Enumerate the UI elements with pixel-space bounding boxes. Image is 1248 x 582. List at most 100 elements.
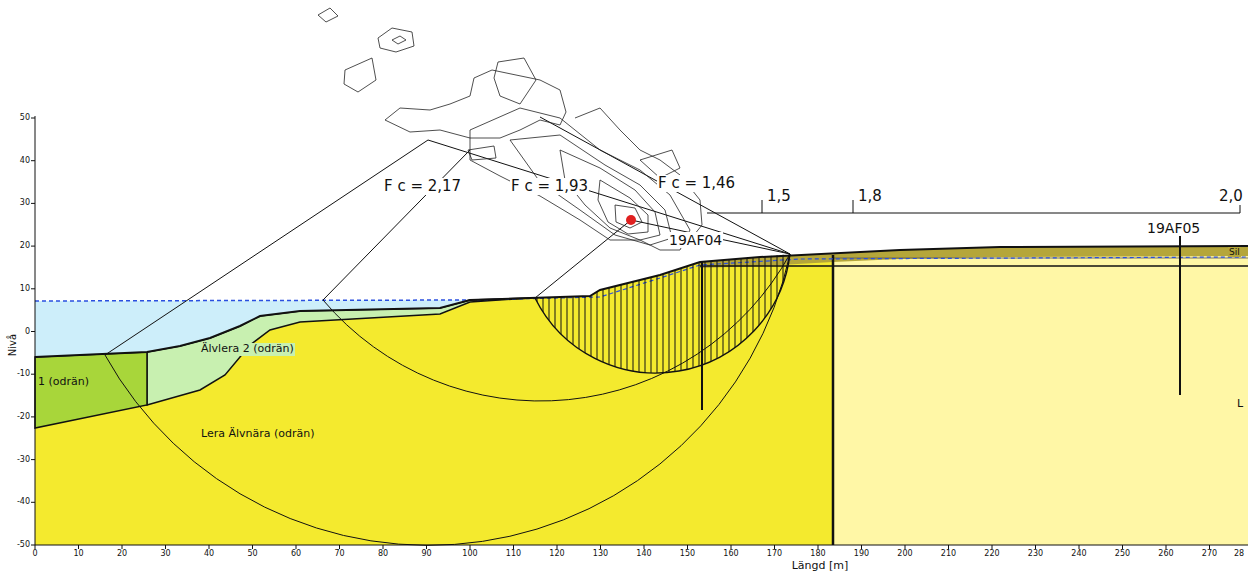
axis-value: 20 (117, 549, 127, 558)
radius-line (323, 150, 470, 300)
axis-value: -40 (17, 498, 30, 507)
soil-name: L (1236, 398, 1244, 411)
axis-tick (644, 545, 645, 549)
axis-ticks (31, 118, 1210, 549)
radius-line (631, 220, 790, 254)
axis-value: 40 (204, 549, 214, 558)
axis-value: 120 (549, 549, 564, 558)
axis-tick (296, 545, 297, 549)
soil-name: Älvlera 2 (odrän) (200, 343, 295, 356)
scale-value: 1,5 (766, 188, 792, 205)
axis-tick (1035, 545, 1036, 549)
soil-region (35, 352, 147, 428)
soil-name: 1 (odrän) (37, 376, 90, 389)
axis-tick (31, 331, 35, 332)
axis-value: 170 (767, 549, 782, 558)
axis-tick (1209, 545, 1210, 549)
axis-value: 30 (160, 549, 170, 558)
axis-value: -50 (17, 540, 30, 549)
axis-value: 230 (1028, 549, 1043, 558)
scale-tick (853, 200, 854, 213)
factor-label: F c = 1,46 (657, 175, 736, 192)
axis-value: 28 (1234, 549, 1244, 558)
soil-region (833, 256, 1248, 545)
axis-tick (600, 545, 601, 549)
axis-tick (31, 203, 35, 204)
axis-tick (31, 502, 35, 503)
axis-tick (383, 545, 384, 549)
axis-tick (165, 545, 166, 549)
axis-tick (557, 545, 558, 549)
axis-value: -30 (17, 455, 30, 464)
axis-tick (948, 545, 949, 549)
axis-tick (31, 374, 35, 375)
axis-tick (818, 545, 819, 549)
axis-tick (513, 545, 514, 549)
axis-value: 50 (20, 113, 30, 122)
axis-tick (774, 545, 775, 549)
axis-value: 160 (723, 549, 738, 558)
axis-tick (31, 118, 35, 119)
slip-circle (105, 254, 790, 545)
axis-value: 0 (25, 327, 30, 336)
axis-value: 90 (421, 549, 431, 558)
axis-tick (31, 160, 35, 161)
borehole-id: 19AF05 (1146, 220, 1201, 236)
slip-circle (323, 254, 790, 401)
factor-scale (707, 213, 1240, 214)
y-axis (35, 116, 36, 545)
axis-value: 70 (334, 549, 344, 558)
axis-value: 80 (378, 549, 388, 558)
factor-label: F c = 1,93 (510, 178, 589, 195)
axis-tick (339, 545, 340, 549)
critical-centre (626, 215, 636, 225)
axis-value: 100 (462, 549, 477, 558)
axis-tick (426, 545, 427, 549)
axis-value: 30 (20, 199, 30, 208)
axis-tick (731, 545, 732, 549)
axis-value: 180 (810, 549, 825, 558)
axis-value: 150 (680, 549, 695, 558)
axis-value: 60 (291, 549, 301, 558)
axis-value: 210 (941, 549, 956, 558)
axis-tick (31, 416, 35, 417)
axis-tick (78, 545, 79, 549)
axis-tick (992, 545, 993, 549)
axis-value: 50 (247, 549, 257, 558)
axis-tick (1079, 545, 1080, 549)
axis-value: 260 (1158, 549, 1173, 558)
axis-value: 20 (20, 242, 30, 251)
x-axis (35, 545, 1248, 546)
axis-value: 0 (32, 549, 37, 558)
axis-value: -20 (17, 412, 30, 421)
axis-title: Längd [m] (791, 560, 850, 573)
radius-line (105, 140, 428, 355)
soil-name: Sil (1228, 247, 1241, 257)
borehole (1179, 236, 1181, 395)
axis-tick (122, 545, 123, 549)
axis-tick (31, 246, 35, 247)
axis-value: 200 (897, 549, 912, 558)
axis-value: 110 (506, 549, 521, 558)
axis-tick (252, 545, 253, 549)
factor-label: F c = 2,17 (383, 178, 462, 195)
radius-line (428, 140, 790, 254)
axis-value: 130 (593, 549, 608, 558)
axis-tick (35, 545, 36, 549)
radius-line (535, 220, 631, 298)
axis-value: 10 (73, 549, 83, 558)
scale-value: 2,0 (1218, 188, 1244, 205)
axis-tick (31, 545, 35, 546)
water-level (35, 300, 470, 301)
axis-value: -10 (17, 370, 30, 379)
axis-value: 240 (1071, 549, 1086, 558)
borehole (701, 262, 703, 410)
axis-tick (1166, 545, 1167, 549)
axis-tick (905, 545, 906, 549)
axis-value: 250 (1115, 549, 1130, 558)
axis-tick (1122, 545, 1123, 549)
axis-tick (861, 545, 862, 549)
axis-value: 270 (1202, 549, 1217, 558)
